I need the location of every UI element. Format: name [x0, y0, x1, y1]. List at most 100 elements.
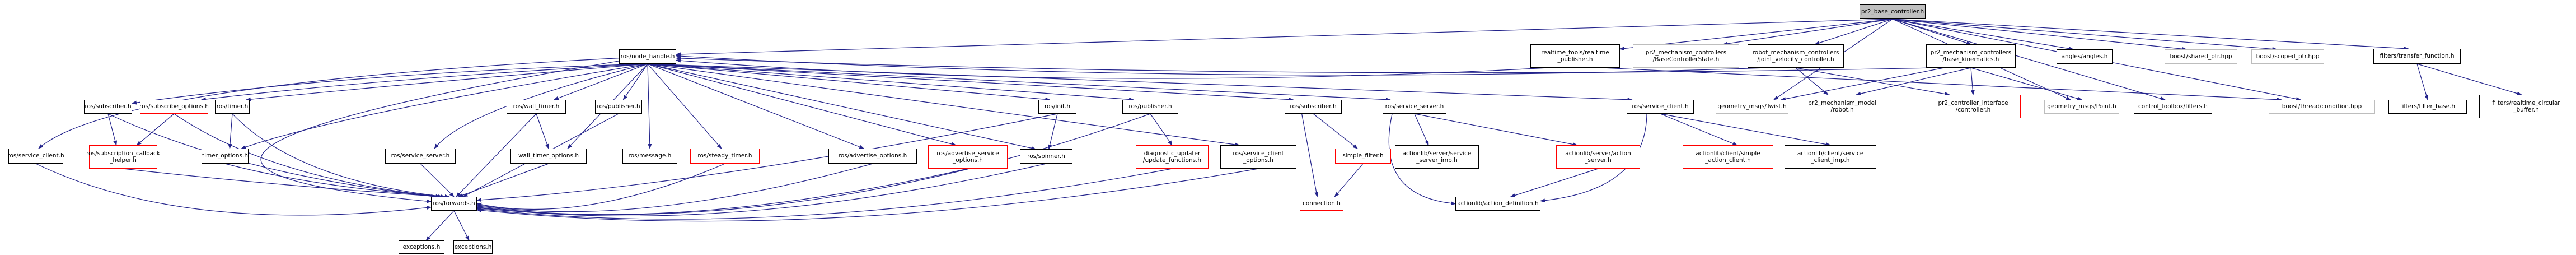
edge-node_handle-to-wall_timer — [553, 63, 648, 100]
edge-action_server-to-action_def — [1510, 168, 1599, 197]
edge-root-to-base_ctrl_state — [1722, 18, 1893, 46]
graph-node-sc_imp[interactable]: actionlib/client/service _client_imp.h — [1785, 145, 1876, 169]
graph-node-sub2[interactable]: ros/subscriber.h — [1285, 100, 1342, 114]
graph-node-controller[interactable]: pr2_controller_interface /controller.h — [1926, 95, 2021, 118]
graph-node-rt_pub[interactable]: realtime_tools/realtime _publisher.h — [1530, 44, 1620, 68]
graph-node-srv_client1[interactable]: ros/service_client.h — [7, 149, 64, 164]
graph-node-action_server[interactable]: actionlib/server/action _server.h — [1556, 145, 1640, 169]
graph-node-wall_timer[interactable]: ros/wall_timer.h — [507, 100, 566, 114]
graph-node-angles[interactable]: angles/angles.h — [2057, 49, 2113, 64]
edge-simple_filter-to-connection — [1334, 163, 1364, 197]
edge-sub_opts-to-sub_cb_helper — [136, 113, 175, 146]
edge-pub2-to-upd_fns — [1150, 113, 1173, 146]
edge-node_handle-to-srv_server2 — [647, 63, 1391, 102]
graph-node-srv_client2[interactable]: ros/service_client.h — [1627, 100, 1694, 114]
edge-sub2-to-simple_filter — [1313, 113, 1358, 149]
graph-node-sub1[interactable]: ros/subscriber.h — [84, 100, 132, 114]
edge-node_handle-to-forwards — [260, 61, 620, 203]
edge-srv_server2-to-action_def — [1388, 113, 1456, 206]
edge-rt_pub-to-node_handle — [676, 58, 1549, 79]
graph-node-adv_srv_opts[interactable]: ros/advertise_service _options.h — [928, 145, 1008, 169]
edge-node_handle-to-timer — [245, 63, 648, 101]
edge-srv_server2-to-ss_imp — [1414, 113, 1429, 146]
graph-node-node_handle[interactable]: ros/node_handle.h — [619, 49, 676, 64]
graph-node-simple_filter[interactable]: simple_filter.h — [1335, 149, 1391, 164]
edge-node_handle-to-pub2 — [647, 63, 1134, 101]
graph-node-sc_opts[interactable]: ros/service_client _options.h — [1220, 145, 1296, 169]
graph-node-filter_base[interactable]: filters/filter_base.h — [2388, 100, 2467, 114]
graph-node-robot[interactable]: pr2_mechanism_model /robot.h — [1807, 95, 1877, 118]
edge-timer-to-timer_opts — [228, 113, 233, 149]
graph-node-joint_vel[interactable]: robot_mechanism_controllers /joint_veloc… — [1748, 44, 1844, 68]
edge-node_handle-to-sub1 — [132, 63, 648, 105]
graph-node-exceptions1[interactable]: exceptions.h — [399, 240, 444, 254]
graph-node-ctb_filters[interactable]: control_toolbox/filters.h — [2134, 100, 2212, 114]
graph-node-pub1[interactable]: ros/publisher.h — [595, 100, 642, 114]
graph-node-init[interactable]: ros/init.h — [1038, 100, 1076, 114]
graph-node-wall_timer_opts[interactable]: wall_timer_options.h — [510, 149, 587, 164]
edge-adv_opts-to-forwards — [476, 163, 873, 212]
edge-sub_opts-to-forwards — [174, 113, 441, 198]
edge-base_kin-to-twist — [1781, 67, 1945, 101]
edge-node_handle-to-pub1 — [622, 63, 648, 100]
graph-node-circ_buf[interactable]: filters/realtime_circular _buffer.h — [2479, 95, 2573, 118]
edge-joint_vel-to-robot — [1795, 67, 1829, 95]
graph-node-steady_timer[interactable]: ros/steady_timer.h — [690, 149, 760, 164]
edge-node_handle-to-sc_opts — [647, 63, 1240, 147]
graph-node-adv_opts[interactable]: ros/advertise_options.h — [828, 149, 917, 164]
graph-node-timer_opts[interactable]: timer_options.h — [202, 149, 249, 164]
edge-node_handle-to-srv_client2 — [647, 63, 1633, 102]
edge-wall_timer-to-forwards — [456, 113, 537, 197]
edge-node_handle-to-spinner — [647, 63, 1037, 150]
graph-node-sub_cb_helper[interactable]: ros/subscription_callback _helper.h — [86, 145, 160, 169]
graph-node-twist[interactable]: geometry_msgs/Twist.h — [1716, 100, 1788, 114]
graph-node-transfer_fn[interactable]: filters/transfer_function.h — [2373, 49, 2461, 64]
graph-node-message[interactable]: ros/message.h — [622, 149, 677, 164]
edge-timer-to-forwards — [232, 113, 446, 198]
graph-node-condition[interactable]: boost/thread/condition.hpp — [2269, 100, 2375, 114]
edge-transfer_fn-to-circ_buf — [2416, 63, 2522, 96]
edge-transfer_fn-to-filter_base — [2416, 63, 2429, 100]
edge-root-to-scoped_ptr — [1892, 18, 2278, 51]
edge-srv_server1-to-forwards — [420, 163, 455, 197]
graph-node-point[interactable]: geometry_msgs/Point.h — [2044, 100, 2119, 114]
edge-node_handle-to-adv_opts — [647, 63, 865, 149]
edge-srv_server2-to-action_server — [1414, 113, 1578, 146]
graph-node-ss_imp[interactable]: actionlib/server/service _server_imp.h — [1395, 145, 1479, 169]
edge-base_kin-to-node_handle — [676, 56, 1936, 73]
graph-node-connection[interactable]: connection.h — [1300, 197, 1343, 211]
graph-node-root: pr2_base_controller.h — [1860, 4, 1926, 19]
graph-node-action_def[interactable]: actionlib/action_definition.h — [1455, 197, 1540, 211]
edge-steady_timer-to-forwards — [476, 163, 725, 210]
edge-sub_cb_helper-to-forwards — [123, 168, 443, 198]
graph-node-forwards[interactable]: ros/forwards.h — [431, 197, 477, 211]
graph-node-timer[interactable]: ros/timer.h — [215, 100, 250, 114]
edge-sc_opts-to-forwards — [476, 168, 1259, 222]
edge-wall_timer-to-wall_timer_opts — [536, 113, 549, 149]
edge-joint_vel-to-controller — [1795, 67, 1950, 96]
graph-node-srv_server1[interactable]: ros/service_server.h — [385, 149, 456, 164]
edge-rt_pub-to-condition — [1601, 67, 2282, 102]
graph-node-shared_ptr[interactable]: boost/shared_ptr.hpp — [2165, 49, 2237, 64]
edge-srv_client2-to-action_def — [1540, 113, 1647, 203]
edge-sub1-to-sub_cb_helper — [107, 113, 118, 146]
graph-node-base_kin[interactable]: pr2_mechanism_controllers /base_kinemati… — [1926, 44, 2016, 68]
graph-node-spinner[interactable]: ros/spinner.h — [1020, 149, 1072, 164]
edge-joint_vel-to-node_handle — [676, 54, 1767, 76]
edge-spinner-to-forwards — [476, 163, 1047, 217]
graph-node-sa_client[interactable]: actionlib/client/simple _action_client.h — [1683, 145, 1773, 169]
edge-root-to-joint_vel — [1814, 18, 1893, 45]
edge-base_kin-to-point — [1970, 67, 2082, 101]
graph-node-scoped_ptr[interactable]: boost/scoped_ptr.hpp — [2251, 49, 2324, 64]
graph-node-upd_fns[interactable]: diagnostic_updater /update_functions.h — [1136, 145, 1209, 169]
edge-wall_timer_opts-to-forwards — [458, 163, 549, 197]
graph-node-pub2[interactable]: ros/publisher.h — [1122, 100, 1178, 114]
graph-node-sub_opts[interactable]: ros/subscribe_options.h — [139, 100, 209, 114]
edge-timer_opts-to-forwards — [224, 163, 450, 198]
graph-node-srv_server2[interactable]: ros/service_server.h — [1383, 100, 1446, 114]
graph-node-base_ctrl_state[interactable]: pr2_mechanism_controllers /BaseControlle… — [1633, 44, 1739, 68]
edge-adv_srv_opts-to-forwards — [476, 168, 968, 215]
graph-node-exceptions2[interactable]: exceptions.h — [453, 240, 493, 254]
